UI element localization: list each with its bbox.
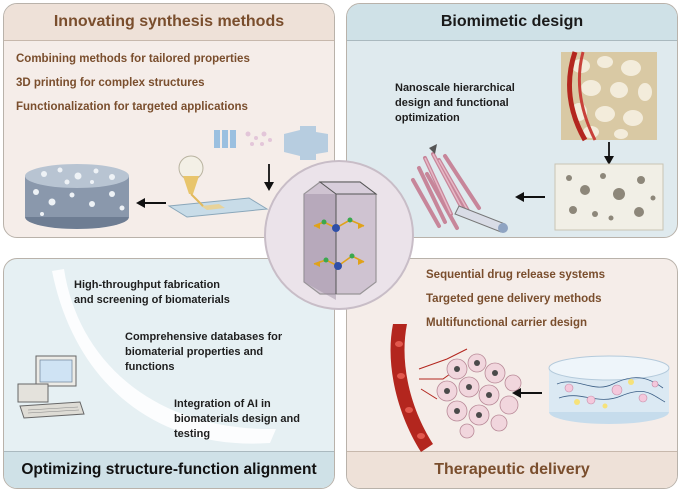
computer-icon [17, 355, 85, 419]
panel-structure-function: Optimizing structure-function alignment … [3, 258, 335, 489]
panel-title-synthesis: Innovating synthesis methods [4, 4, 334, 41]
bullet-sequential-release: Sequential drug release systems [426, 269, 605, 281]
blood-vessel-icon [390, 324, 433, 452]
porous-disk-icon [25, 164, 129, 229]
bullet-gene-delivery: Targeted gene delivery methods [426, 293, 602, 305]
arrow-down-icon [604, 142, 614, 165]
biomimetic-description: Nanoscale hierarchical design and functi… [395, 82, 515, 124]
panel-therapeutic-delivery: Therapeutic delivery Sequential drug rel… [346, 258, 678, 489]
arrow-down-icon [264, 164, 274, 191]
hydrogel-cylinder-icon [548, 355, 670, 424]
block-ai-integration: Integration of AI in biomaterials design… [174, 398, 300, 440]
bone-vessel-icon [561, 51, 657, 142]
arrow-left-icon [136, 198, 166, 208]
bullet-combining-methods: Combining methods for tailored propertie… [16, 53, 250, 65]
bullet-3d-printing: 3D printing for complex structures [16, 77, 205, 89]
panel-title-structure-function: Optimizing structure-function alignment [4, 451, 334, 488]
tissue-cluster-icon [418, 348, 522, 439]
panel-title-biomimetic: Biomimetic design [347, 4, 677, 41]
raw-materials-icon [214, 126, 328, 160]
printer-nozzle-icon [167, 155, 269, 218]
bullet-multifunctional-carrier: Multifunctional carrier design [426, 317, 588, 329]
block-databases: Comprehensive databases for biomaterial … [125, 331, 283, 373]
panel-title-therapeutic: Therapeutic delivery [347, 451, 677, 488]
panel-synthesis-methods: Innovating synthesis methods Combining m… [3, 3, 335, 238]
bullet-functionalization: Functionalization for targeted applicati… [16, 101, 248, 113]
curved-arrow-icon [52, 269, 276, 444]
crystal-prism-icon [303, 181, 378, 300]
arrow-left-icon [515, 192, 545, 202]
porous-scaffold-icon [554, 163, 664, 231]
block-high-throughput: High-throughput fabrication and screenin… [74, 279, 230, 306]
arrow-left-icon [512, 388, 542, 398]
nanofiber-bundle-icon [411, 144, 508, 233]
